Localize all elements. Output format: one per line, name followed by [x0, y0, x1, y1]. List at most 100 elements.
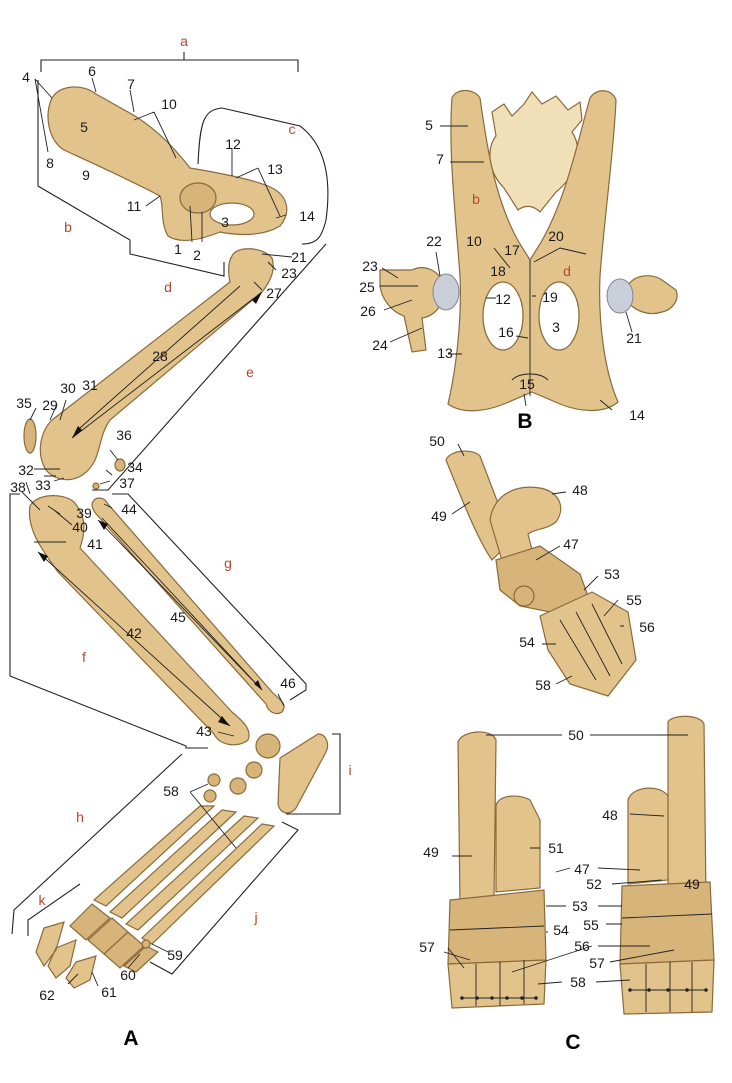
label-55-top: 55 [626, 592, 642, 608]
label-27: 27 [266, 285, 282, 301]
label-1: 1 [174, 241, 182, 257]
bone-contour [621, 913, 713, 1012]
label-4: 4 [22, 69, 30, 85]
label-57-c-right: 57 [589, 955, 605, 971]
label-22: 22 [426, 233, 442, 249]
acetabulum [179, 182, 217, 214]
label-35: 35 [16, 395, 32, 411]
panel-label-a: A [123, 1027, 138, 1050]
tarsal-bone [245, 761, 263, 779]
label-7: 7 [127, 76, 135, 92]
label-33: 33 [35, 477, 51, 493]
bracket-a [40, 52, 299, 72]
label-8: 8 [46, 155, 54, 171]
tarsal-bone [207, 773, 221, 787]
label-62: 62 [39, 987, 55, 1003]
region-label-b: b [64, 219, 72, 235]
label-54-top: 54 [519, 634, 535, 650]
femur-head-right [627, 275, 678, 315]
region-label-i: i [348, 762, 351, 778]
label-45: 45 [170, 609, 186, 625]
region-label-h: h [76, 809, 84, 825]
region-label-k: k [39, 892, 47, 908]
cartilage-right [606, 278, 634, 314]
region-label-e: e [246, 364, 254, 380]
label-36: 36 [116, 427, 132, 443]
label-37: 37 [119, 475, 135, 491]
label-42: 42 [126, 625, 142, 641]
label-25: 25 [359, 279, 375, 295]
label-13: 13 [267, 161, 283, 177]
label-23-b: 23 [362, 258, 378, 274]
panel-c-top-labels: 50 48 49 47 53 55 56 54 58 [429, 433, 655, 693]
label-15: 15 [519, 376, 535, 392]
label-44: 44 [121, 501, 137, 517]
bone-contour [559, 603, 623, 681]
region-label-c: c [289, 121, 296, 137]
panel-c-top: 50 48 49 47 53 55 56 54 58 [429, 433, 655, 697]
label-26: 26 [360, 303, 376, 319]
label-52: 52 [586, 876, 602, 892]
metatarsal-bone [124, 815, 260, 931]
label-48-top: 48 [572, 482, 588, 498]
label-10-b: 10 [466, 233, 482, 249]
label-12-b: 12 [495, 291, 511, 307]
label-49-top: 49 [431, 508, 447, 524]
label-3-a: 3 [221, 214, 229, 230]
bracket-g [112, 493, 307, 701]
calcaneus-left-view [457, 731, 497, 905]
label-58-top: 58 [535, 677, 551, 693]
sesamoid [141, 939, 151, 949]
bracket-i [286, 733, 341, 815]
label-20: 20 [548, 228, 564, 244]
bracket-k [27, 883, 81, 936]
label-18: 18 [490, 263, 506, 279]
label-47-top: 47 [563, 536, 579, 552]
label-48-c: 48 [602, 807, 618, 823]
bone-contour [449, 925, 545, 1006]
label-16: 16 [498, 324, 514, 340]
label-47-c: 47 [574, 861, 590, 877]
label-56-top: 56 [639, 619, 655, 635]
phalanges [69, 903, 160, 973]
talus-left-view [495, 795, 541, 893]
label-59: 59 [167, 947, 183, 963]
label-21-b: 21 [626, 330, 642, 346]
label-32: 32 [18, 462, 34, 478]
label-29: 29 [42, 397, 58, 413]
label-14-a: 14 [299, 208, 315, 224]
region-label-a: a [180, 33, 188, 49]
label-41: 41 [87, 536, 103, 552]
label-5-b: 5 [425, 117, 433, 133]
label-14-b: 14 [629, 407, 645, 423]
calcaneus [277, 733, 329, 814]
calcaneus-right-view [667, 715, 707, 903]
region-label-d: d [164, 279, 172, 295]
region-label-g: g [224, 555, 232, 571]
bracket-j [149, 821, 299, 975]
obturator-foramen [482, 281, 524, 351]
tarsals-left-view [447, 889, 547, 965]
label-9: 9 [82, 167, 90, 183]
label-49-c-left: 49 [423, 844, 439, 860]
metatarsals [539, 591, 637, 697]
sesamoid [114, 458, 126, 472]
label-31: 31 [82, 377, 98, 393]
bracket-e [92, 243, 327, 491]
popliteal-sesamoid [92, 482, 100, 490]
label-23-a: 23 [281, 265, 297, 281]
panel-c-labels: 50 48 51 49 47 52 49 53 55 54 57 56 57 5… [419, 727, 700, 1054]
label-50-top: 50 [429, 433, 445, 449]
label-34: 34 [127, 459, 143, 475]
label-2: 2 [193, 247, 201, 263]
leader-line [451, 443, 624, 685]
bracket-c [197, 107, 329, 245]
label-58-a: 58 [163, 783, 179, 799]
cartilage-left [432, 273, 460, 311]
femur [39, 248, 274, 481]
label-51: 51 [548, 840, 564, 856]
label-6: 6 [88, 63, 96, 79]
metatarsal-bone [108, 809, 238, 919]
